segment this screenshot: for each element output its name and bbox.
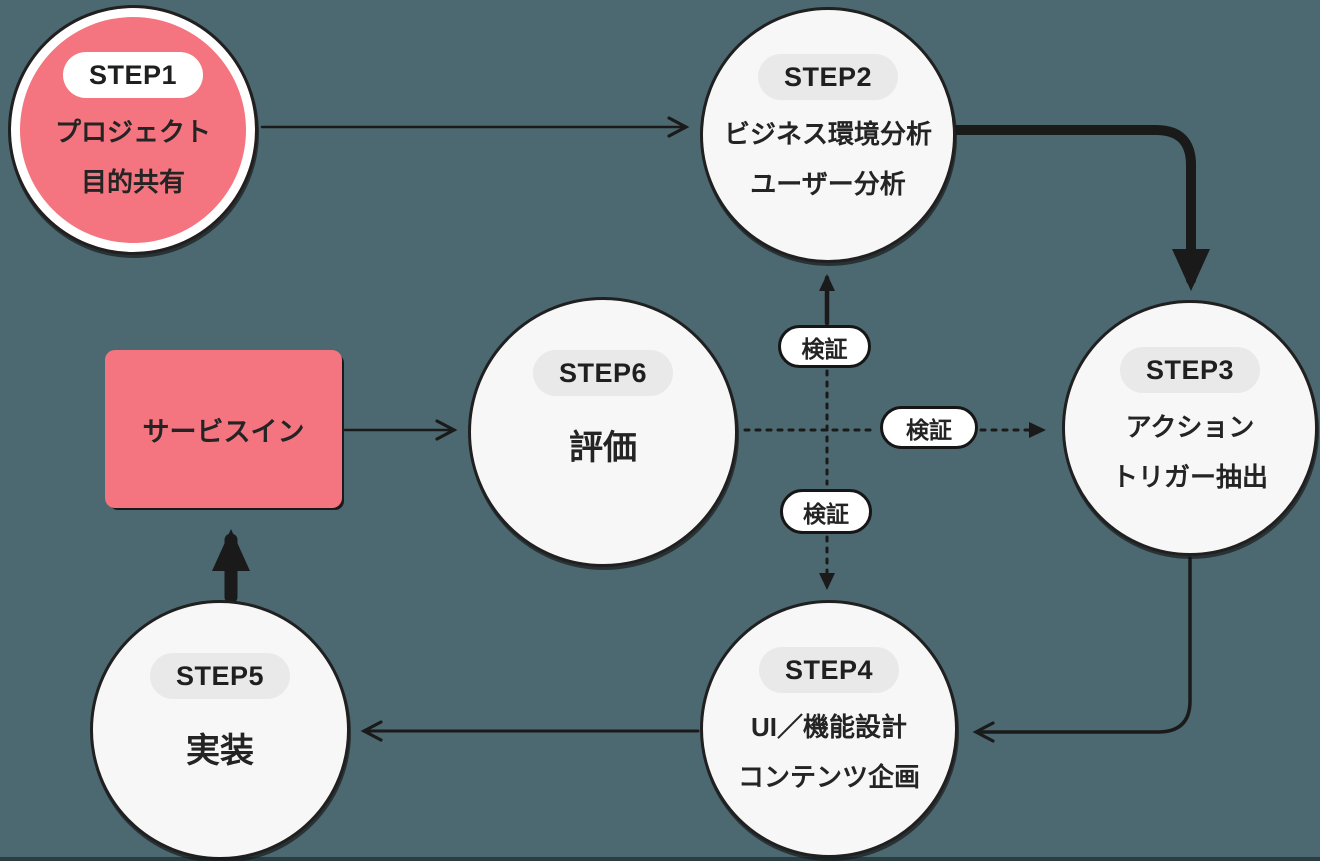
- step6-label: 評価: [569, 416, 637, 481]
- step3-label-line2: トリガー抽出: [1111, 461, 1268, 492]
- step2-label-line1: ビジネス環境分析: [723, 119, 932, 150]
- step2-node: STEP2 ビジネス環境分析 ユーザー分析: [700, 7, 956, 263]
- step4-label-line1: UI／機能設計: [750, 712, 907, 743]
- verification-pill-bottom: 検証: [780, 489, 872, 534]
- step2-label-line2: ユーザー分析: [750, 168, 906, 199]
- step4-label-line2: コンテンツ企画: [737, 761, 920, 792]
- verification-label: 検証: [906, 416, 952, 443]
- step6-node: STEP6 評価: [468, 297, 738, 567]
- step1-badge: STEP1: [62, 52, 204, 99]
- arrow-step2-to-step3-thick: [945, 125, 1210, 291]
- verification-pill-middle: 検証: [880, 406, 978, 449]
- service-in-label: サービスイン: [142, 416, 305, 447]
- step3-badge: STEP3: [1119, 347, 1261, 394]
- step5-badge: STEP5: [149, 653, 291, 700]
- step3-label-line1: アクション: [1125, 412, 1255, 443]
- step4-label: UI／機能設計 コンテンツ企画: [738, 703, 920, 802]
- step6-label-line1: 評価: [569, 429, 637, 468]
- arrow-step3-to-step4: [972, 556, 1192, 743]
- verification-label: 検証: [801, 335, 848, 362]
- step1-label-line2: 目的共有: [80, 166, 185, 197]
- step3-node: STEP3 アクション トリガー抽出: [1062, 300, 1318, 556]
- step6-badge: STEP6: [532, 350, 674, 397]
- service-in-box: サービスイン: [105, 350, 342, 508]
- step5-label-line1: 実装: [186, 732, 254, 771]
- step5-label: 実装: [186, 719, 254, 784]
- verification-pill-top: 検証: [778, 325, 871, 368]
- step3-label: アクション トリガー抽出: [1112, 403, 1268, 502]
- step2-label: ビジネス環境分析 ユーザー分析: [724, 110, 932, 209]
- step4-badge: STEP4: [758, 647, 900, 694]
- verification-label: 検証: [803, 500, 849, 527]
- step1-label: プロジェクト 目的共有: [55, 108, 211, 207]
- step2-badge: STEP2: [757, 54, 899, 101]
- step1-label-line1: プロジェクト: [54, 117, 211, 148]
- step1-node: STEP1 プロジェクト 目的共有: [8, 5, 258, 255]
- step4-node: STEP4 UI／機能設計 コンテンツ企画: [700, 600, 958, 858]
- bottom-edge-divider: [0, 857, 1320, 861]
- step5-node: STEP5 実装: [90, 600, 350, 860]
